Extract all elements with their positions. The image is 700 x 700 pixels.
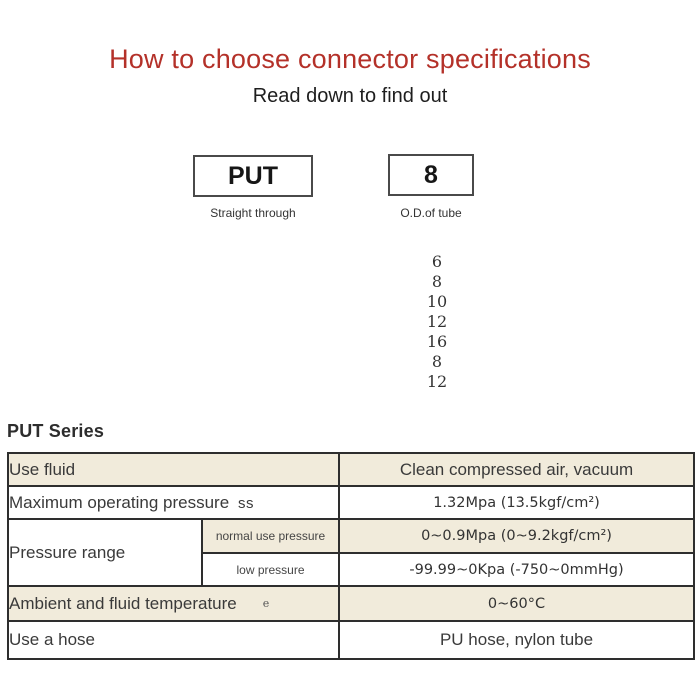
sub-label-normal-use-pressure: normal use pressure [200, 518, 341, 554]
row-value-normal-use-pressure: 0~0.9Mpa (0~9.2kgf/cm²) [338, 518, 696, 554]
row-label-pressure-range: Pressure range [7, 518, 203, 587]
code-box-series: PUT [193, 155, 313, 197]
tube-od-option: 16 [426, 332, 448, 351]
table-row: Ambient and fluid temperature e 0~60°C [6, 585, 696, 622]
row-label-temperature-text: Ambient and fluid temperature [9, 593, 237, 613]
code-box-od: 8 [388, 154, 474, 196]
table-row: Maximum operating pressure 1.32Mpa (13.5… [6, 485, 696, 520]
row-label-use-fluid: Use fluid [6, 452, 341, 487]
tube-od-option: 8 [431, 272, 443, 291]
tube-od-option: 10 [426, 292, 448, 311]
tube-od-option: 12 [426, 372, 448, 391]
watermark-overlap-ss: ss [238, 495, 254, 512]
code-caption-od: O.D.of tube [400, 206, 462, 220]
code-box-series-text: PUT [228, 161, 278, 190]
tube-od-options-list: 6 8 10 12 16 8 12 [407, 252, 467, 392]
row-label-temperature: Ambient and fluid temperature e [6, 585, 341, 622]
table-row: Use fluid Clean compressed air, vacuum [6, 452, 696, 487]
row-label-use-a-hose: Use a hose [6, 620, 341, 660]
tube-od-option: 12 [426, 312, 448, 331]
table-row: Pressure range normal use pressure 0~0.9… [7, 518, 696, 587]
code-caption-series: Straight through [210, 206, 296, 220]
row-value-max-pressure: 1.32Mpa (13.5kgf/cm²) [338, 485, 696, 520]
code-box-od-text: 8 [424, 160, 438, 189]
table-row: low pressure -99.99~0Kpa (-750~0mmHg) [8, 552, 696, 587]
sub-label-low-pressure: low pressure [200, 552, 341, 587]
row-value-use-a-hose: PU hose, nylon tube [338, 620, 696, 660]
page-subtitle: Read down to find out [252, 85, 448, 107]
watermark-stray-e: e [262, 596, 270, 610]
row-label-max-pressure: Maximum operating pressure [6, 485, 341, 520]
row-value-low-pressure: -99.99~0Kpa (-750~0mmHg) [338, 552, 696, 587]
row-value-use-fluid: Clean compressed air, vacuum [338, 452, 696, 487]
spec-table: Use fluid Clean compressed air, vacuum M… [6, 452, 696, 660]
tube-od-option: 8 [431, 352, 443, 371]
tube-od-option: 6 [431, 252, 443, 271]
series-heading: PUT Series [7, 421, 105, 441]
row-value-temperature: 0~60°C [338, 585, 696, 622]
table-row: Use a hose PU hose, nylon tube [6, 620, 696, 660]
page-title: How to choose connector specifications [109, 44, 591, 74]
